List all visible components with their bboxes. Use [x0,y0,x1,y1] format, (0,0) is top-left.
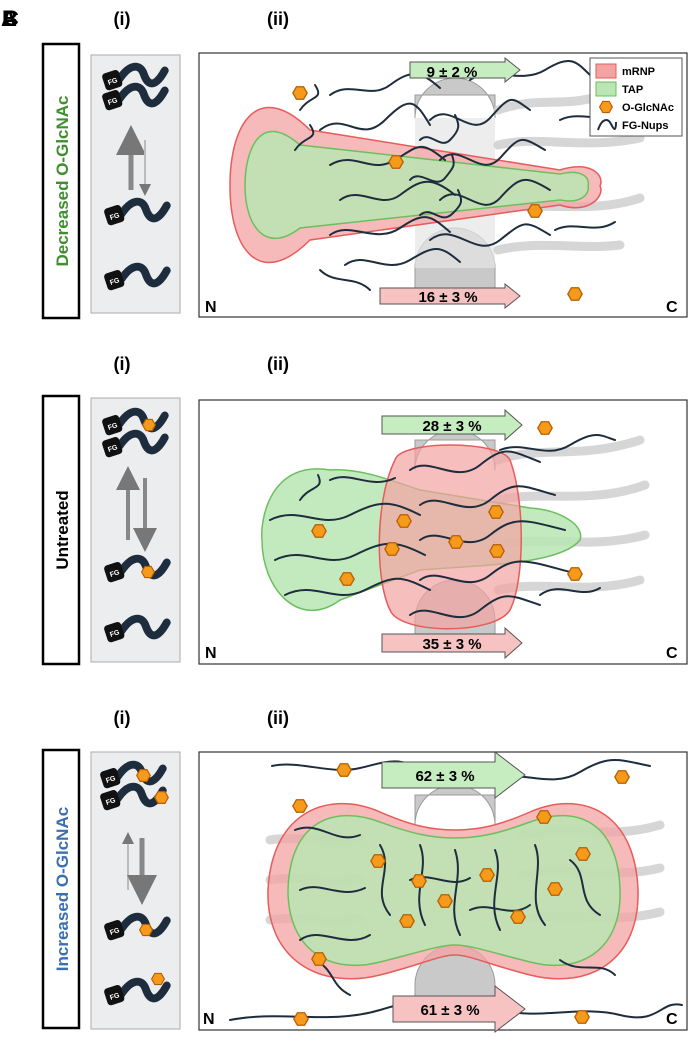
roman-ii-label: (ii) [267,708,289,728]
roman-ii-label: (ii) [267,9,289,29]
oglcnac-hex [448,535,464,549]
oglcnac-hex [537,421,553,435]
condition-label: Decreased O-GlcNAc [53,95,72,266]
oglcnac-hex [311,952,327,966]
oglcnac-hex [139,923,153,937]
legend-fgnup-label: FG-Nups [622,120,668,132]
oglcnac-hex [292,799,308,813]
oglcnac-hex [536,810,552,824]
mrnp-value: 16 ± 3 % [418,289,477,306]
oglcnac-hex [547,882,563,896]
side-n-label: N [205,299,217,316]
mrnp-arrow [379,282,521,310]
oglcnac-hex [370,854,386,868]
mrnp-shape [378,444,522,630]
side-c-label: C [666,645,678,662]
condition-label: Untreated [53,490,72,569]
condition-label: Increased O-GlcNAc [53,807,72,971]
mrnp-arrow [381,626,523,660]
oglcnac-hex [293,1012,309,1026]
mrnp-value: 35 ± 3 % [422,636,481,653]
oglcnac-hex [151,972,165,986]
legend-tap-label: TAP [622,84,643,96]
roman-i-label: (i) [114,708,131,728]
tap-arrow [409,56,521,84]
oglcnac-hex [527,204,543,218]
tap-value: 9 ± 2 % [427,64,478,81]
oglcnac-hex [614,770,630,784]
oglcnac-hex [399,914,415,928]
oglcnac-hex [136,769,151,782]
condition-box [41,748,81,1030]
oglcnac-hex [141,565,155,579]
tap-value: 62 ± 3 % [415,768,474,785]
condition-box [41,394,81,666]
side-c-label: C [666,299,678,316]
oglcnac-hex [411,874,427,888]
oglcnac-hex [311,524,327,538]
mrnp-value: 61 ± 3 % [420,1002,479,1019]
roman-i-label: (i) [114,354,131,374]
legend-tap-swatch [595,81,617,97]
oglcnac-hex [384,542,400,556]
side-n-label: N [205,645,217,662]
side-c-label: C [666,1011,678,1028]
tap-arrow [381,750,526,800]
oglcnac-hex [142,418,156,432]
oglcnac-hex [488,505,504,519]
oglcnac-hex [489,544,505,558]
roman-ii-label: (ii) [267,354,289,374]
oglcnac-hex [510,910,526,924]
roman-i-label: (i) [114,9,131,29]
oglcnac-hex [339,572,355,586]
panel-untreated: (i) (ii) Untreated [41,354,688,666]
oglcnac-hex [567,287,583,301]
oglcnac-hex [292,86,308,100]
panel-letter-b: B [2,6,18,31]
oglcnac-hex [396,514,412,528]
legend-mrnp-swatch [595,63,617,79]
oglcnac-hex [437,894,453,908]
panel-increased: (i) (ii) Increased O-GlcNAc [41,708,688,1034]
legend-fgnup-icon [597,119,617,131]
oglcnac-hex [574,1010,590,1024]
panel-decreased: (i) (ii) Decreased O-GlcNAc [41,9,688,320]
legend-oglcnac-label: O-GlcNAc [622,102,674,114]
oglcnac-hex [154,791,169,804]
legend-mrnp-label: mRNP [622,66,655,78]
mrnp-arrow [392,984,526,1034]
fg-nup-mesh [269,434,616,619]
oglcnac-hex [575,847,591,861]
condition-box [41,42,81,320]
oglcnac-hex [479,868,495,882]
tap-arrow [381,408,523,442]
panel-letter-c: C [3,6,19,31]
legend-oglcnac-icon [598,100,614,114]
oglcnac-hex [336,763,352,777]
side-n-label: N [203,1011,215,1028]
tap-value: 28 ± 3 % [422,418,481,435]
oglcnac-hex [567,567,583,581]
fg-nup-mesh [229,759,683,1021]
oglcnac-hex [388,155,404,169]
panel-letter-a: A [1,6,17,31]
